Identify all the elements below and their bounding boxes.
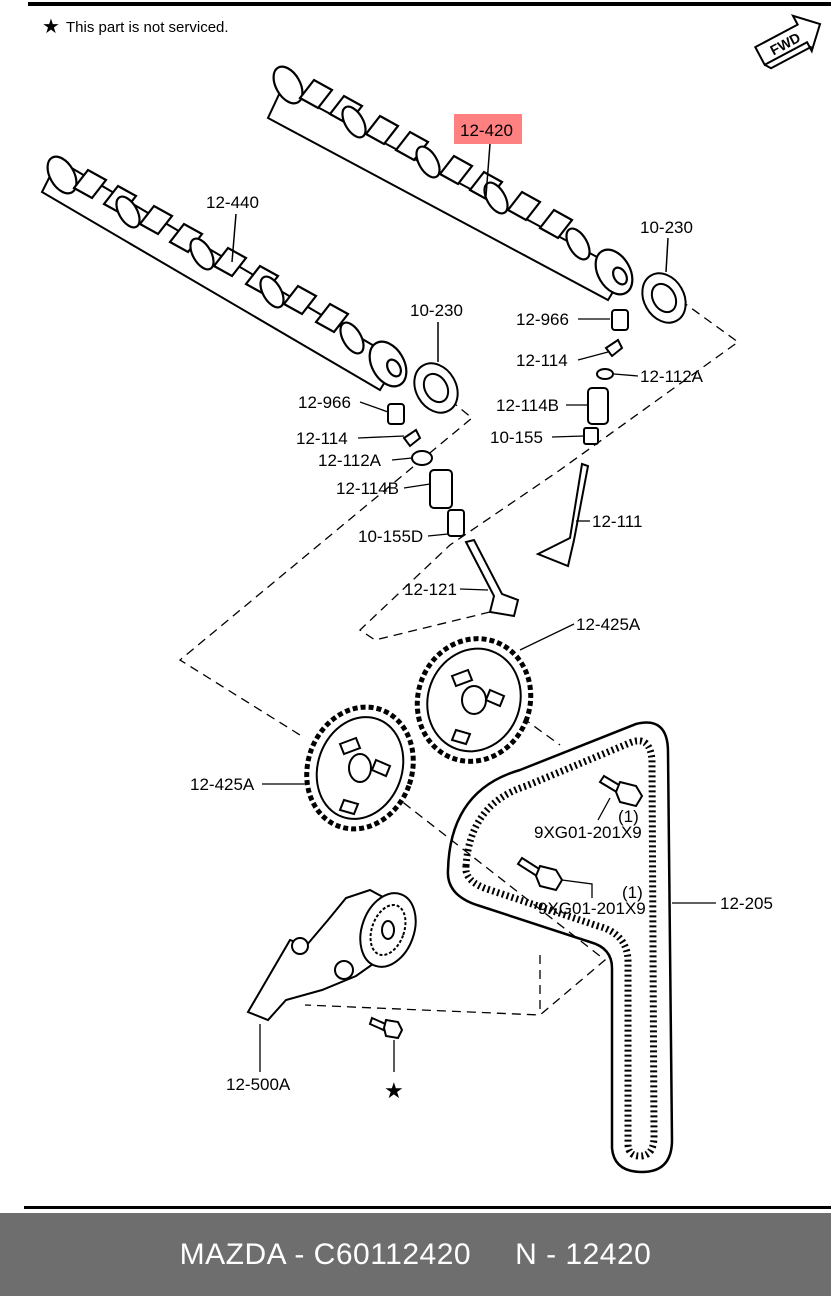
pulley-bolt-lower (516, 856, 564, 892)
leader-seat-left (391, 457, 413, 461)
leader-bolt-lower (561, 879, 593, 898)
label-tappet-left: 12-114 (296, 429, 348, 448)
timing-belt (446, 721, 674, 1174)
fwd-arrow-icon: FWD (753, 14, 822, 70)
label-valve-seal-left: 10-155D (358, 527, 423, 546)
label-spring-left: 12-114B (336, 479, 399, 498)
leader-seat-right (613, 373, 639, 377)
label-shim-left: 12-966 (298, 393, 351, 412)
footer-bar: MAZDA - C60112420 N - 12420 (0, 1213, 831, 1296)
leader-tappet-left (357, 435, 405, 439)
label-valve-left: 12-121 (404, 580, 457, 599)
oil-seal-left (413, 362, 459, 414)
label-pulley-lower: 12-425A (190, 775, 255, 794)
leader-valve-seal-left (427, 533, 449, 537)
leader-valve-left (459, 588, 489, 591)
valve-stack-left (387, 403, 520, 618)
assembly-lines (178, 299, 740, 1016)
leader-exhaust-camshaft (231, 213, 237, 263)
label-spring-right: 12-114B (496, 396, 559, 415)
exhaust-camshaft (40, 155, 408, 392)
label-bolt-lower-qty: (1) (622, 883, 643, 902)
leader-bolt-upper (597, 797, 611, 821)
label-seat-left: 12-112A (318, 451, 382, 470)
leader-shim-left (359, 401, 389, 413)
note-text: This part is not serviced. (66, 19, 229, 36)
highlight-box (454, 114, 522, 144)
label-bolt-lower: 9XG01-201X9 (538, 899, 646, 918)
footer-ref: N - 12420 (515, 1237, 652, 1271)
label-bolt-upper-qty: (1) (618, 807, 639, 826)
tensioner-assembly (246, 888, 417, 1022)
leader-intake-camshaft (485, 143, 491, 197)
oil-seal-right (641, 272, 687, 324)
label-tappet-right: 12-114 (516, 351, 568, 370)
label-valve-right: 12-111 (592, 512, 642, 531)
tensioner-bolt (368, 1016, 404, 1040)
leader-tappet-right (577, 351, 609, 361)
intake-camshaft (266, 65, 634, 302)
parts-diagram: ★ This part is not serviced. FWD (24, 2, 831, 1209)
pulley-bolt-upper (598, 774, 644, 808)
label-timing-belt: 12-205 (720, 894, 773, 913)
valve-stack-right (535, 309, 629, 568)
footer-brand-part: MAZDA - C60112420 (179, 1237, 472, 1271)
label-valve-seal-right: 10-155 (490, 428, 543, 447)
top-border (28, 2, 831, 6)
tensioner-bolt-star-icon: ★ (384, 1078, 404, 1103)
label-tensioner: 12-500A (226, 1075, 291, 1094)
leader-valve-seal-right (551, 435, 585, 438)
label-exhaust-camshaft: 12-440 (206, 193, 259, 212)
label-seat-right: 12-112A (640, 367, 704, 386)
leader-seal-right (665, 237, 669, 273)
label-seal-right: 10-230 (640, 218, 693, 237)
label-intake-camshaft: 12-420 (460, 121, 513, 140)
leader-pulley-upper (519, 623, 575, 651)
camshaft-pulley-lower (304, 704, 416, 832)
label-shim-right: 12-966 (516, 310, 569, 329)
note-star-icon: ★ (42, 16, 60, 38)
camshaft-pulley-upper (414, 636, 534, 764)
leader-spring-left (403, 483, 431, 489)
label-seal-left: 10-230 (410, 301, 463, 320)
label-pulley-upper: 12-425A (576, 615, 641, 634)
bottom-border (24, 1206, 831, 1209)
label-bolt-upper: 9XG01-201X9 (534, 823, 642, 842)
